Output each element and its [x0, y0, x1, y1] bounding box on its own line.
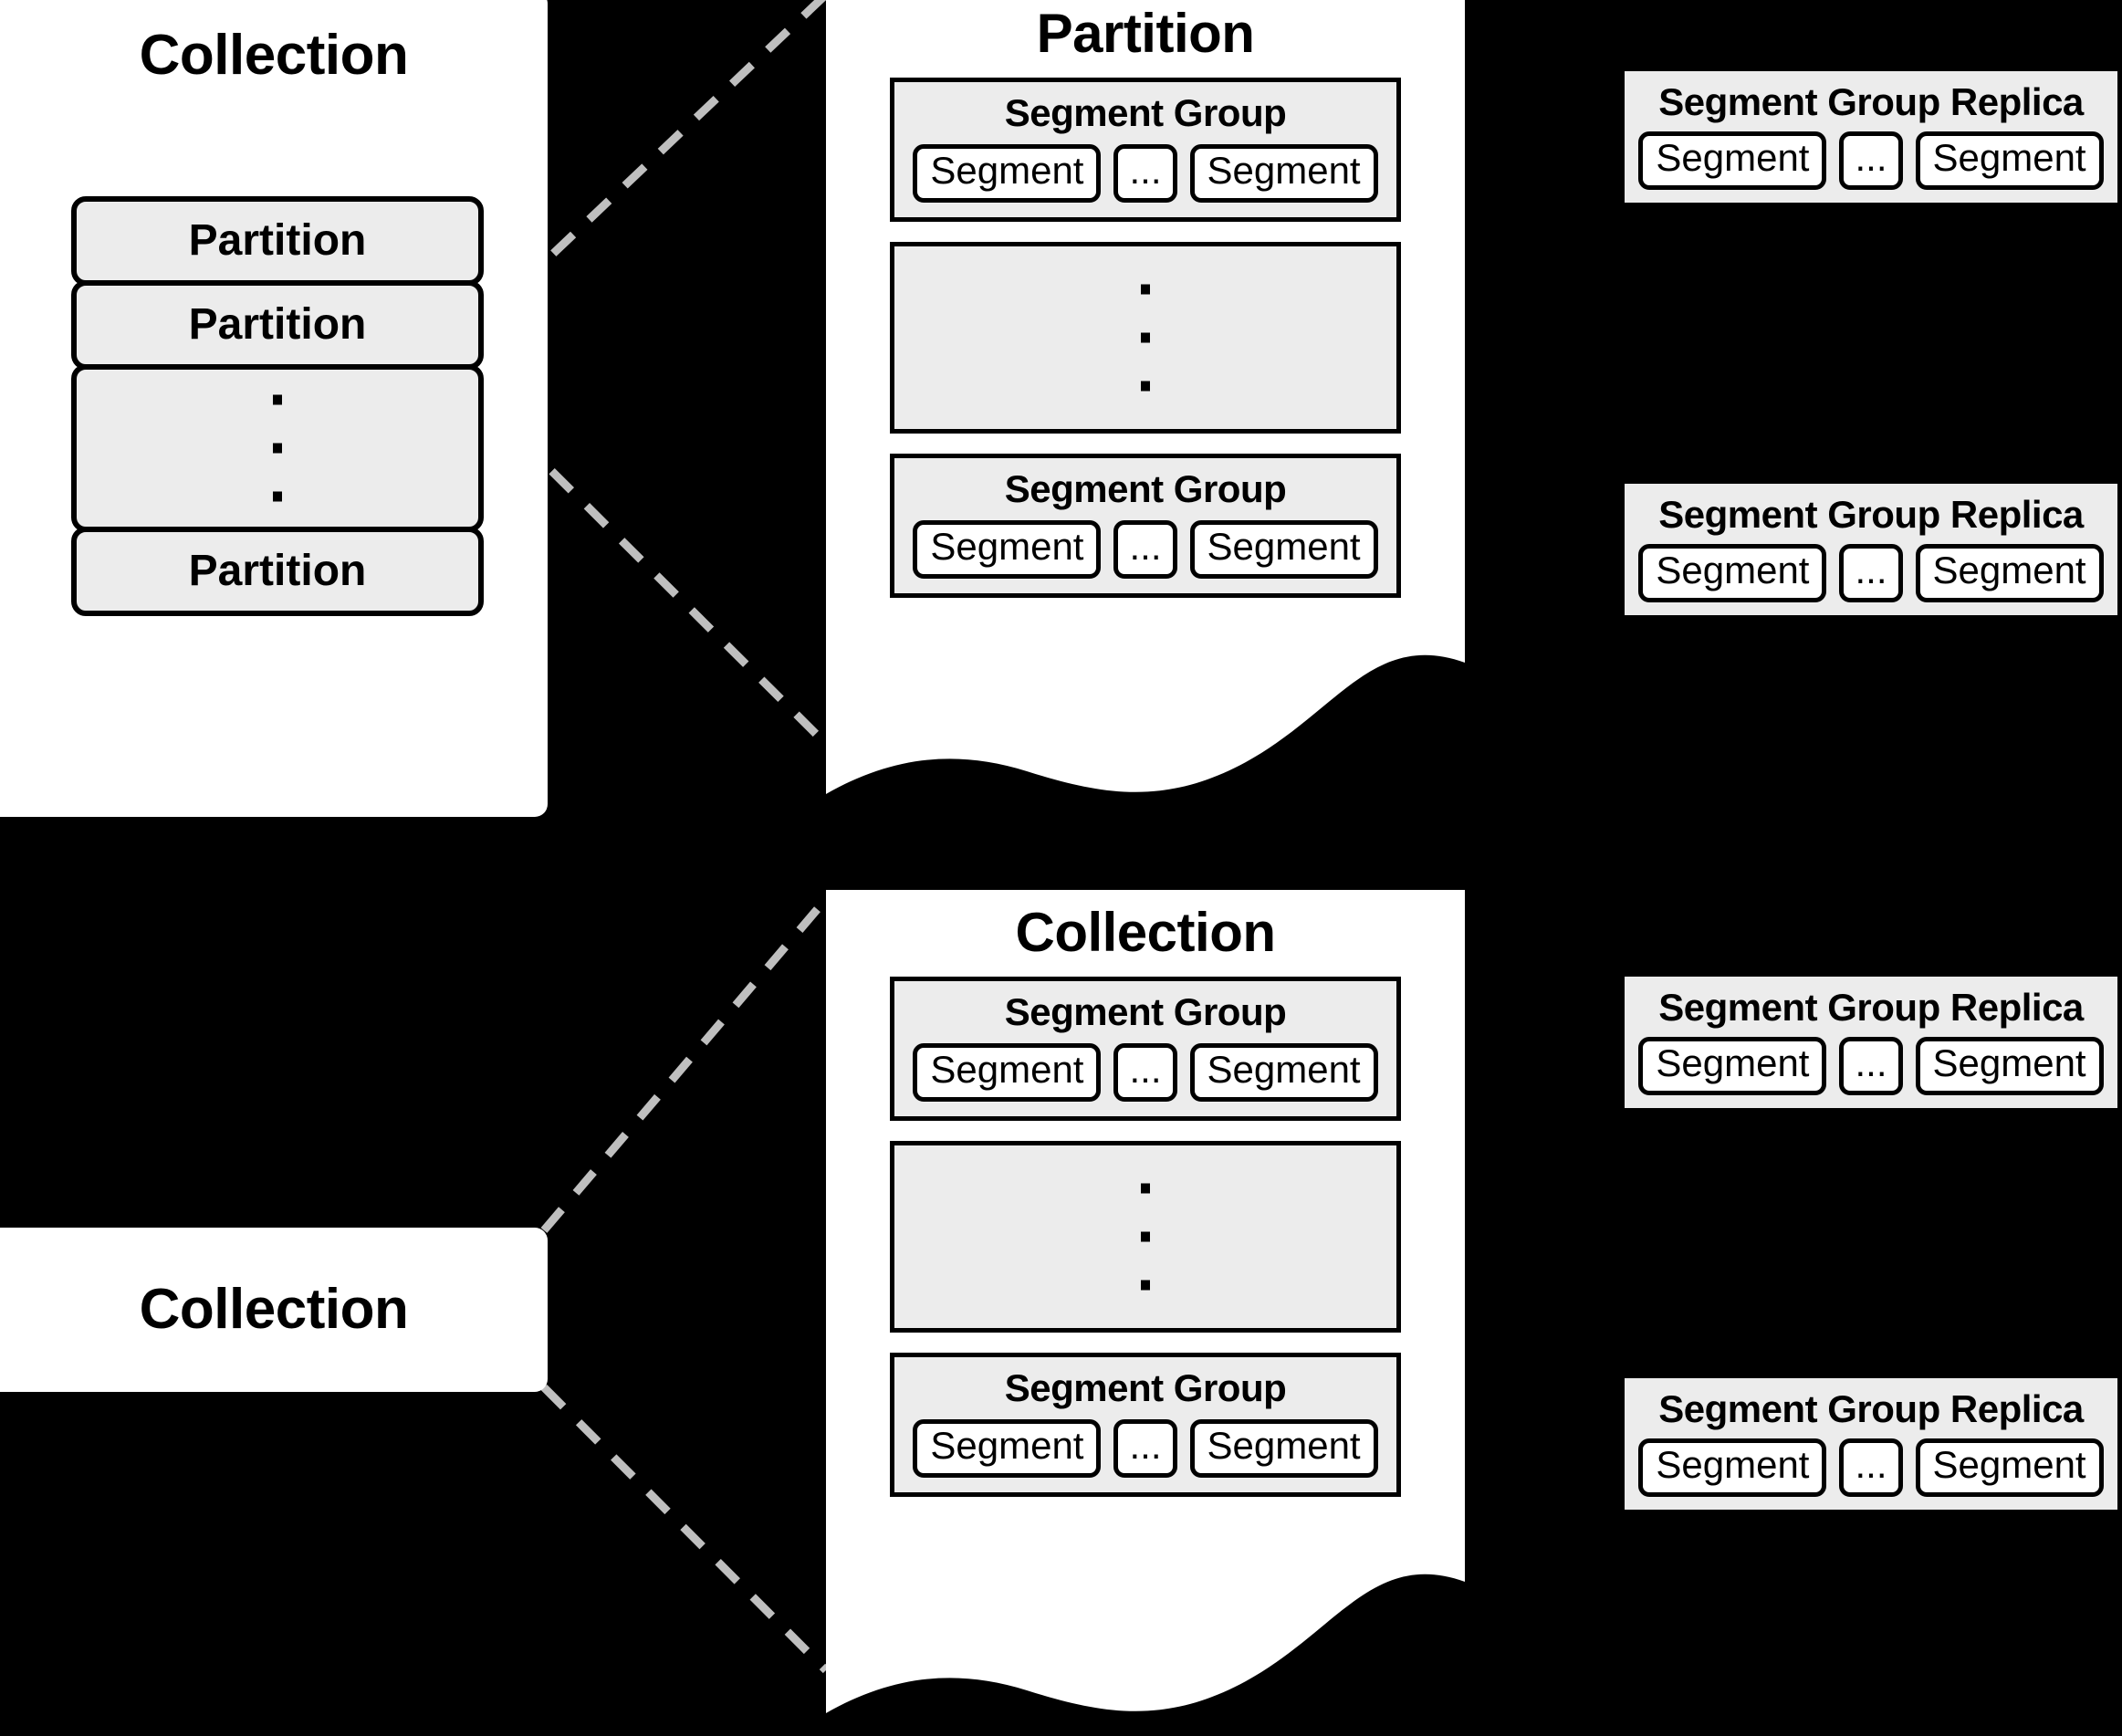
partition-item[interactable]: Partition: [71, 196, 484, 286]
segment-row: Segment ... Segment: [1625, 1438, 2117, 1498]
left-collection-panel: Collection Partition Partition Partition: [0, 0, 548, 817]
segment-group-ellipsis-block: [890, 1141, 1401, 1333]
connector-collection-top: [540, 896, 830, 1233]
partition-label: Partition: [188, 547, 367, 595]
segment-group-replica[interactable]: Segment Group Replica Segment ... Segmen…: [1625, 977, 2117, 1109]
partition-detail-panel: Partition Segment Group Segment ... Segm…: [826, 0, 1465, 812]
segment-row: Segment ... Segment: [894, 144, 1396, 204]
partition-item[interactable]: Partition: [71, 527, 484, 616]
vertical-ellipsis-icon: [1141, 266, 1150, 411]
segment-group-replica[interactable]: Segment Group Replica Segment ... Segmen…: [1625, 484, 2117, 616]
segment-group-title: Segment Group: [1004, 1366, 1287, 1410]
partition-label: Partition: [188, 300, 367, 349]
segment-ellipsis-box: ...: [1113, 1043, 1177, 1103]
collection-panel-content: Collection Segment Group Segment ... Seg…: [826, 890, 1465, 1498]
bottom-collection-box: Collection: [0, 1228, 548, 1392]
partition-label: Partition: [188, 216, 367, 265]
segment-box[interactable]: Segment: [913, 1419, 1102, 1479]
segment-box[interactable]: Segment: [913, 520, 1102, 580]
partition-panel-content: Partition Segment Group Segment ... Segm…: [826, 0, 1465, 599]
segment-row: Segment ... Segment: [894, 1419, 1396, 1479]
segment-group-title: Segment Group: [1004, 467, 1287, 511]
partition-panel-title: Partition: [1036, 3, 1255, 64]
segment-box[interactable]: Segment: [1638, 131, 1827, 191]
segment-box[interactable]: Segment: [1915, 1438, 2104, 1498]
segment-ellipsis-box: ...: [1113, 520, 1177, 580]
segment-box[interactable]: Segment: [1189, 520, 1378, 580]
segment-row: Segment ... Segment: [894, 1043, 1396, 1103]
segment-row: Segment ... Segment: [1625, 544, 2117, 603]
segment-box[interactable]: Segment: [1638, 1037, 1827, 1096]
segment-group[interactable]: Segment Group Segment ... Segment: [890, 78, 1401, 223]
replica-title: Segment Group Replica: [1658, 493, 2084, 536]
segment-group-replica[interactable]: Segment Group Replica Segment ... Segmen…: [1625, 1378, 2117, 1511]
partition-ellipsis-item: [71, 364, 484, 532]
vertical-ellipsis-icon: [1141, 1165, 1150, 1310]
segment-row: Segment ... Segment: [894, 520, 1396, 580]
segment-ellipsis-box: ...: [1113, 144, 1177, 204]
segment-box[interactable]: Segment: [1915, 544, 2104, 603]
segment-group-title: Segment Group: [1004, 91, 1287, 134]
segment-ellipsis-box: ...: [1839, 1037, 1903, 1096]
replica-title: Segment Group Replica: [1658, 1387, 2084, 1430]
segment-box[interactable]: Segment: [1638, 1438, 1827, 1498]
segment-ellipsis-box: ...: [1839, 544, 1903, 603]
segment-row: Segment ... Segment: [1625, 1037, 2117, 1096]
partition-list: Partition Partition Partition: [71, 196, 484, 616]
segment-box[interactable]: Segment: [1915, 1037, 2104, 1096]
segment-group-replica[interactable]: Segment Group Replica Segment ... Segmen…: [1625, 71, 2117, 204]
collection-detail-panel: Collection Segment Group Segment ... Seg…: [826, 890, 1465, 1736]
bottom-collection-title: Collection: [139, 1278, 409, 1341]
segment-box[interactable]: Segment: [1189, 1419, 1378, 1479]
left-collection-title: Collection: [139, 24, 409, 87]
vertical-ellipsis-icon: [273, 376, 282, 521]
segment-group[interactable]: Segment Group Segment ... Segment: [890, 454, 1401, 599]
segment-ellipsis-box: ...: [1839, 1438, 1903, 1498]
connector-collection-bottom: [540, 1384, 830, 1674]
segment-group-title: Segment Group: [1004, 990, 1287, 1033]
segment-ellipsis-box: ...: [1839, 131, 1903, 191]
segment-group[interactable]: Segment Group Segment ... Segment: [890, 1353, 1401, 1498]
segment-box[interactable]: Segment: [913, 1043, 1102, 1103]
segment-box[interactable]: Segment: [913, 144, 1102, 204]
segment-box[interactable]: Segment: [1189, 144, 1378, 204]
replica-title: Segment Group Replica: [1658, 986, 2084, 1029]
segment-box[interactable]: Segment: [1638, 544, 1827, 603]
segment-group-ellipsis-block: [890, 242, 1401, 434]
segment-ellipsis-box: ...: [1113, 1419, 1177, 1479]
replica-title: Segment Group Replica: [1658, 80, 2084, 123]
segment-box[interactable]: Segment: [1915, 131, 2104, 191]
collection-panel-title: Collection: [1015, 902, 1276, 963]
segment-group[interactable]: Segment Group Segment ... Segment: [890, 977, 1401, 1122]
partition-item[interactable]: Partition: [71, 280, 484, 370]
segment-box[interactable]: Segment: [1189, 1043, 1378, 1103]
segment-row: Segment ... Segment: [1625, 131, 2117, 191]
